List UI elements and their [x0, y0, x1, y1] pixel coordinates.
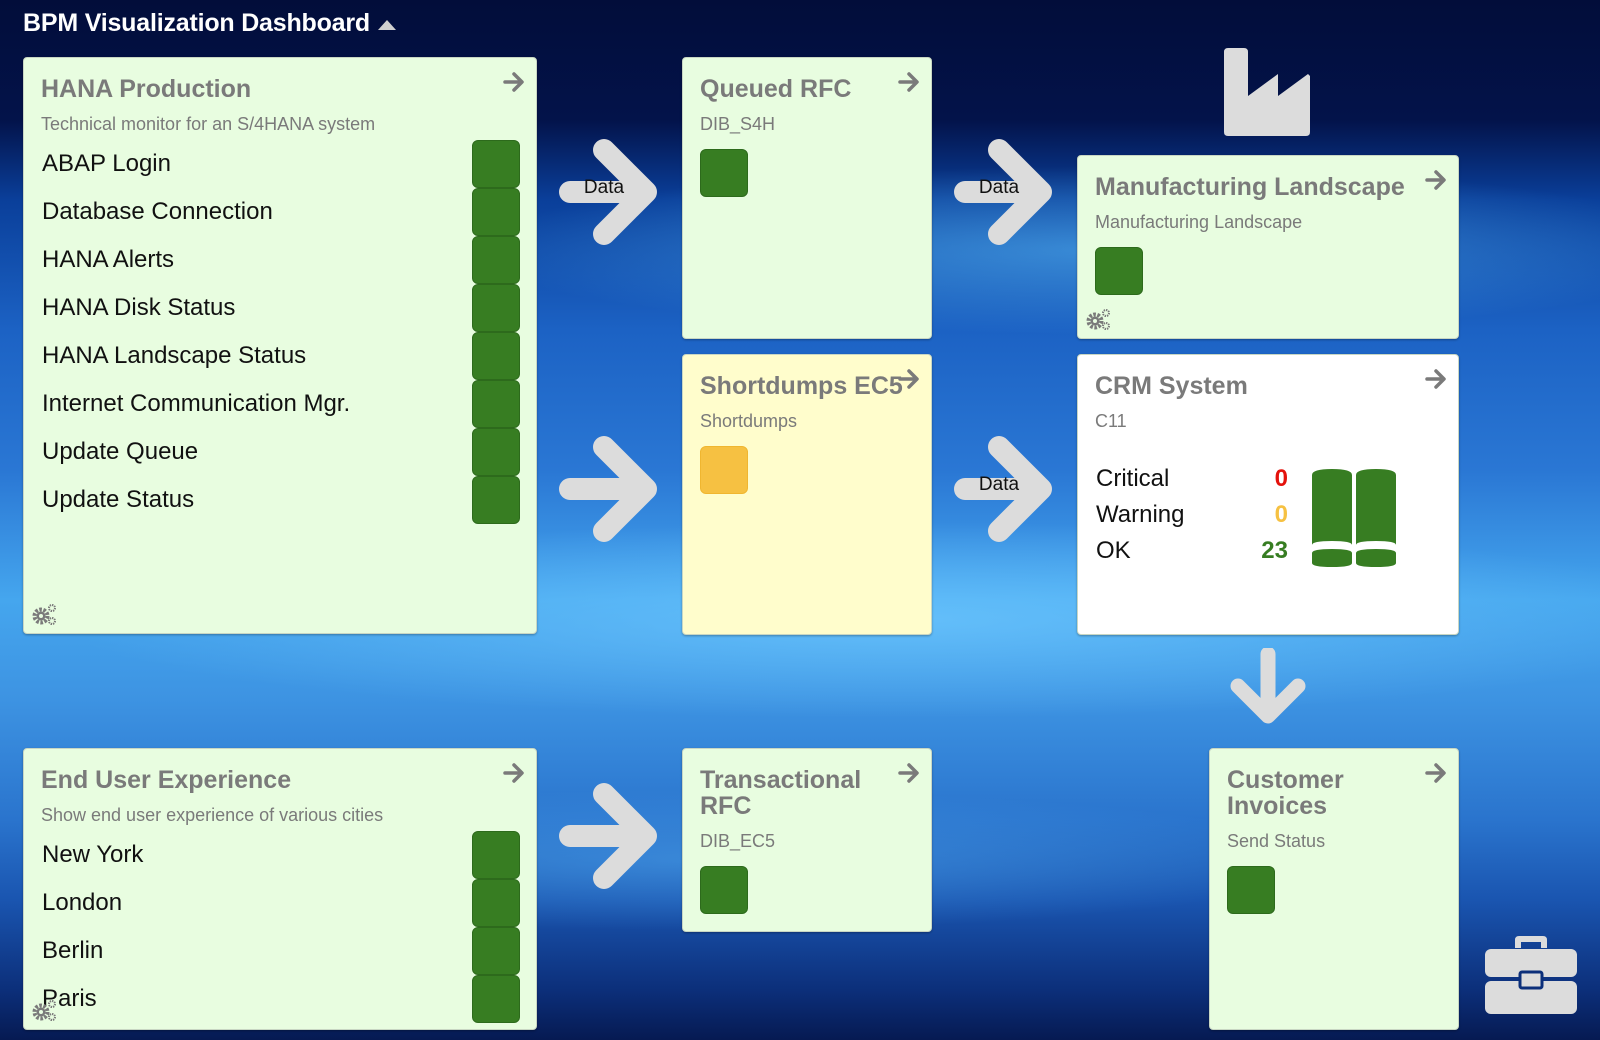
- navigate-arrow-icon[interactable]: [502, 761, 526, 785]
- flow-label: Data: [583, 177, 625, 198]
- list-item[interactable]: HANA Disk Status: [42, 284, 520, 332]
- item-label: New York: [42, 841, 144, 868]
- status-indicator-ok: [472, 332, 520, 380]
- navigate-arrow-icon[interactable]: [897, 70, 921, 94]
- item-label: Update Status: [42, 486, 195, 513]
- tile-manufacturing-landscape[interactable]: Manufacturing Landscape Manufacturing La…: [1077, 155, 1459, 339]
- dashboard-title-text: BPM Visualization Dashboard: [23, 9, 370, 37]
- tile-end-user-experience[interactable]: End User Experience Show end user experi…: [23, 748, 537, 1030]
- status-indicator-ok: [1227, 866, 1275, 914]
- list-item[interactable]: Database Connection: [42, 188, 520, 236]
- item-label: Database Connection: [42, 198, 273, 225]
- tile-title: HANA Production: [41, 75, 252, 103]
- tile-subtitle: Manufacturing Landscape: [1095, 212, 1303, 232]
- tile-subtitle: Technical monitor for an S/4HANA system: [41, 114, 376, 134]
- kpi-value-warning: 0: [1274, 501, 1288, 528]
- kpi-value-ok: 23: [1261, 537, 1288, 564]
- flow-arrow-data: Data: [951, 138, 1055, 246]
- tile-hana-production[interactable]: HANA Production Technical monitor for an…: [23, 57, 537, 634]
- gears-icon[interactable]: [1084, 306, 1112, 334]
- list-item[interactable]: ABAP Login: [42, 140, 520, 188]
- flow-arrow-data: Data: [556, 138, 660, 246]
- navigate-arrow-icon[interactable]: [897, 761, 921, 785]
- navigate-arrow-icon[interactable]: [502, 70, 526, 94]
- status-indicator-ok: [472, 140, 520, 188]
- status-indicator-ok: [472, 236, 520, 284]
- status-indicator-ok: [472, 879, 520, 927]
- status-indicator-ok: [472, 927, 520, 975]
- tile-subtitle: DIB_EC5: [700, 831, 776, 851]
- status-indicator-ok: [472, 975, 520, 1023]
- list-item[interactable]: Internet Communication Mgr.: [42, 380, 520, 428]
- tile-subtitle: DIB_S4H: [700, 114, 776, 134]
- item-label: Berlin: [42, 937, 104, 964]
- status-indicator-ok: [472, 476, 520, 524]
- item-label: London: [42, 889, 123, 916]
- status-indicator-ok: [700, 149, 748, 197]
- tile-queued-rfc[interactable]: Queued RFC DIB_S4H: [682, 57, 932, 339]
- item-label: HANA Alerts: [42, 246, 175, 273]
- list-item[interactable]: HANA Alerts: [42, 236, 520, 284]
- tile-subtitle: Shortdumps: [700, 411, 798, 431]
- status-indicator-ok: [472, 380, 520, 428]
- gears-icon[interactable]: [30, 997, 58, 1025]
- item-label: Update Queue: [42, 438, 199, 465]
- tile-title: Customer Invoices: [1227, 766, 1344, 820]
- gears-icon[interactable]: [30, 601, 58, 629]
- status-indicator-ok: [472, 188, 520, 236]
- status-indicator-ok: [472, 284, 520, 332]
- item-label: ABAP Login: [42, 150, 171, 177]
- flow-arrow: [556, 435, 660, 543]
- tile-crm-system[interactable]: CRM System C11 Critical 0 Warning 0 OK 2…: [1077, 354, 1459, 635]
- navigate-arrow-icon[interactable]: [1424, 168, 1448, 192]
- tile-title: Queued RFC: [700, 75, 852, 103]
- list-item[interactable]: Berlin: [42, 927, 520, 975]
- list-item[interactable]: Update Status: [42, 476, 520, 524]
- status-indicator-warning: [700, 446, 748, 494]
- factory-icon: [1224, 48, 1310, 136]
- list-item[interactable]: HANA Landscape Status: [42, 332, 520, 380]
- tile-title: Shortdumps EC5: [700, 372, 903, 400]
- database-icon: [1312, 469, 1396, 567]
- tile-shortdumps-ec5[interactable]: Shortdumps EC5 Shortdumps: [682, 354, 932, 635]
- kpi-label-critical: Critical: [1096, 465, 1170, 492]
- flow-label: Data: [978, 474, 1020, 495]
- status-indicator-ok: [472, 831, 520, 879]
- dashboard-title[interactable]: BPM Visualization Dashboard: [23, 9, 396, 38]
- navigate-arrow-icon[interactable]: [897, 367, 921, 391]
- caret-up-icon[interactable]: [377, 19, 396, 30]
- list-item[interactable]: London: [42, 879, 520, 927]
- tile-customer-invoices[interactable]: Customer Invoices Send Status: [1209, 748, 1459, 1030]
- kpi-value-critical: 0: [1274, 465, 1288, 492]
- tile-title: CRM System: [1095, 372, 1248, 400]
- tile-title: End User Experience: [41, 766, 292, 794]
- navigate-arrow-icon[interactable]: [1424, 761, 1448, 785]
- status-indicator-ok: [1095, 247, 1143, 295]
- tile-transactional-rfc[interactable]: Transactional RFC DIB_EC5: [682, 748, 932, 932]
- list-item[interactable]: New York: [42, 831, 520, 879]
- status-indicator-ok: [472, 428, 520, 476]
- briefcase-icon[interactable]: [1485, 936, 1577, 1014]
- flow-arrow: [556, 782, 660, 890]
- item-label: HANA Landscape Status: [42, 342, 307, 369]
- item-label: HANA Disk Status: [42, 294, 236, 321]
- flow-label: Data: [978, 177, 1020, 198]
- flow-arrow-down: [1230, 648, 1306, 724]
- status-indicator-ok: [700, 866, 748, 914]
- item-label: Internet Communication Mgr.: [42, 390, 351, 417]
- tile-subtitle: Show end user experience of various citi…: [41, 805, 384, 825]
- tile-subtitle: C11: [1095, 411, 1127, 431]
- flow-arrow-data: Data: [951, 435, 1055, 543]
- tile-title: Transactional RFC: [700, 766, 862, 820]
- tile-title: Manufacturing Landscape: [1095, 173, 1405, 201]
- navigate-arrow-icon[interactable]: [1424, 367, 1448, 391]
- list-item[interactable]: Update Queue: [42, 428, 520, 476]
- kpi-label-ok: OK: [1096, 537, 1131, 564]
- tile-subtitle: Send Status: [1227, 831, 1326, 851]
- kpi-label-warning: Warning: [1096, 501, 1185, 528]
- list-item[interactable]: Paris: [42, 975, 520, 1023]
